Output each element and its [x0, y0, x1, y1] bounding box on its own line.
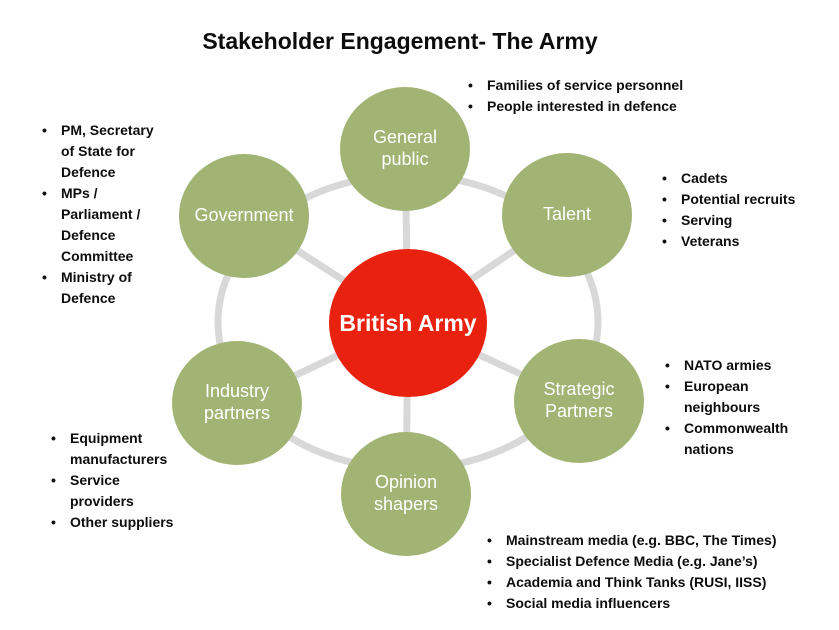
- bullet-item: • Commonwealth nations: [663, 418, 823, 460]
- notes-government: • PM, Secretary of State for Defence • MPs …: [40, 120, 190, 309]
- bullet-item: • European neighbours: [663, 376, 823, 418]
- bullet-item: • Serving: [660, 210, 830, 231]
- node-talent: Talent: [502, 153, 632, 277]
- bullet-item: • Academia and Think Tanks (RUSI, IISS): [485, 572, 830, 593]
- bullet-item: • Social media influencers: [485, 593, 830, 614]
- node-label-general-public: General public: [372, 127, 438, 169]
- bullet-icon: •: [662, 233, 667, 249]
- bullet-text: Ministry of Defence: [61, 269, 132, 306]
- node-label-talent: Talent: [542, 204, 592, 225]
- node-label-industry-partners: Industry partners: [203, 381, 271, 423]
- bullet-text: MPs / Parliament / Defence Committee: [61, 185, 141, 264]
- bullet-icon: •: [42, 269, 47, 285]
- bullet-text: Potential recruits: [681, 191, 796, 207]
- notes-industry-partners: • Equipment manufacturers • Service provide…: [49, 428, 209, 533]
- bullet-text: Cadets: [681, 170, 728, 186]
- bullet-icon: •: [662, 212, 667, 228]
- node-label-strategic-partners: Strategic Partners: [543, 379, 615, 421]
- bullet-item: • Potential recruits: [660, 189, 830, 210]
- notes-opinion-shapers: •Mainstream media (e.g. BBC, The Times)•…: [485, 530, 830, 614]
- bullet-text: Commonwealth nations: [684, 420, 789, 457]
- bullet-text: Families of service personnel: [487, 77, 684, 93]
- bullet-icon: •: [42, 122, 47, 138]
- bullet-icon: •: [665, 420, 670, 436]
- bullet-item: • Other suppliers: [49, 512, 209, 533]
- bullet-item: • Ministry of Defence: [40, 267, 190, 309]
- bullet-text: Specialist Defence Media (e.g. Jane’s): [506, 553, 758, 569]
- bullet-item: • Families of service personnel: [466, 75, 766, 96]
- bullet-icon: •: [487, 553, 492, 569]
- bullet-icon: •: [51, 472, 56, 488]
- node-opinion-shapers: Opinion shapers: [341, 432, 471, 556]
- node-industry-partners: Industry partners: [172, 341, 302, 465]
- bullet-icon: •: [487, 532, 492, 548]
- bullet-item: • Cadets: [660, 168, 830, 189]
- bullet-item: • Mainstream media (e.g. BBC, The Times): [485, 530, 830, 551]
- node-label-government: Government: [194, 205, 294, 226]
- bullet-icon: •: [51, 514, 56, 530]
- bullet-icon: •: [468, 77, 473, 93]
- bullet-text: Serving: [681, 212, 733, 228]
- bullet-text: Equipment manufacturers: [70, 430, 168, 467]
- bullet-item: • Service providers: [49, 470, 209, 512]
- node-british-army-hub: British Army: [329, 249, 487, 397]
- bullet-list-strategic-partners: • NATO armies • European neighbours • Commonw…: [663, 355, 823, 460]
- notes-talent: • Cadets • Potential recruits • Serving • Veter…: [660, 168, 830, 252]
- notes-strategic-partners: • NATO armies • European neighbours • Commonw…: [663, 355, 823, 460]
- bullet-text: Service providers: [70, 472, 134, 509]
- node-label-opinion-shapers: Opinion shapers: [373, 472, 439, 514]
- bullet-list-talent: • Cadets • Potential recruits • Serving • Veter…: [660, 168, 830, 252]
- bullet-item: • Veterans: [660, 231, 830, 252]
- slide-title: Stakeholder Engagement- The Army: [202, 28, 598, 54]
- node-general-public: General public: [340, 87, 470, 211]
- bullet-icon: •: [665, 378, 670, 394]
- bullet-icon: •: [487, 595, 492, 611]
- bullet-list-general-public: • Families of service personnel • People in…: [466, 75, 766, 117]
- bullet-text: PM, Secretary of State for Defence: [61, 122, 154, 180]
- node-strategic-partners: Strategic Partners: [514, 339, 644, 463]
- notes-general-public: • Families of service personnel • People in…: [466, 75, 766, 117]
- bullet-item: • People interested in defence: [466, 96, 766, 117]
- bullet-icon: •: [662, 170, 667, 186]
- bullet-list-industry-partners: • Equipment manufacturers • Service provide…: [49, 428, 209, 533]
- bullet-text: People interested in defence: [487, 98, 677, 114]
- bullet-icon: •: [665, 357, 670, 373]
- bullet-text: European neighbours: [684, 378, 761, 415]
- bullet-text: Mainstream media (e.g. BBC, The Times): [506, 532, 777, 548]
- node-government: Government: [179, 154, 309, 278]
- bullet-item: • NATO armies: [663, 355, 823, 376]
- bullet-icon: •: [487, 574, 492, 590]
- bullet-icon: •: [662, 191, 667, 207]
- bullet-text: Veterans: [681, 233, 740, 249]
- bullet-text: Social media influencers: [506, 595, 671, 611]
- bullet-icon: •: [42, 185, 47, 201]
- bullet-text: NATO armies: [684, 357, 772, 373]
- bullet-icon: •: [51, 430, 56, 446]
- bullet-item: • PM, Secretary of State for Defence: [40, 120, 190, 183]
- bullet-text: Other suppliers: [70, 514, 174, 530]
- node-label-british-army: British Army: [339, 309, 477, 336]
- bullet-item: • Equipment manufacturers: [49, 428, 209, 470]
- bullet-item: • Specialist Defence Media (e.g. Jane’s): [485, 551, 830, 572]
- bullet-icon: •: [468, 98, 473, 114]
- bullet-list-opinion-shapers: •Mainstream media (e.g. BBC, The Times)•…: [485, 530, 830, 614]
- bullet-item: • MPs / Parliament / Defence Committee: [40, 183, 190, 267]
- bullet-list-government: • PM, Secretary of State for Defence • MPs …: [40, 120, 190, 309]
- bullet-text: Academia and Think Tanks (RUSI, IISS): [506, 574, 767, 590]
